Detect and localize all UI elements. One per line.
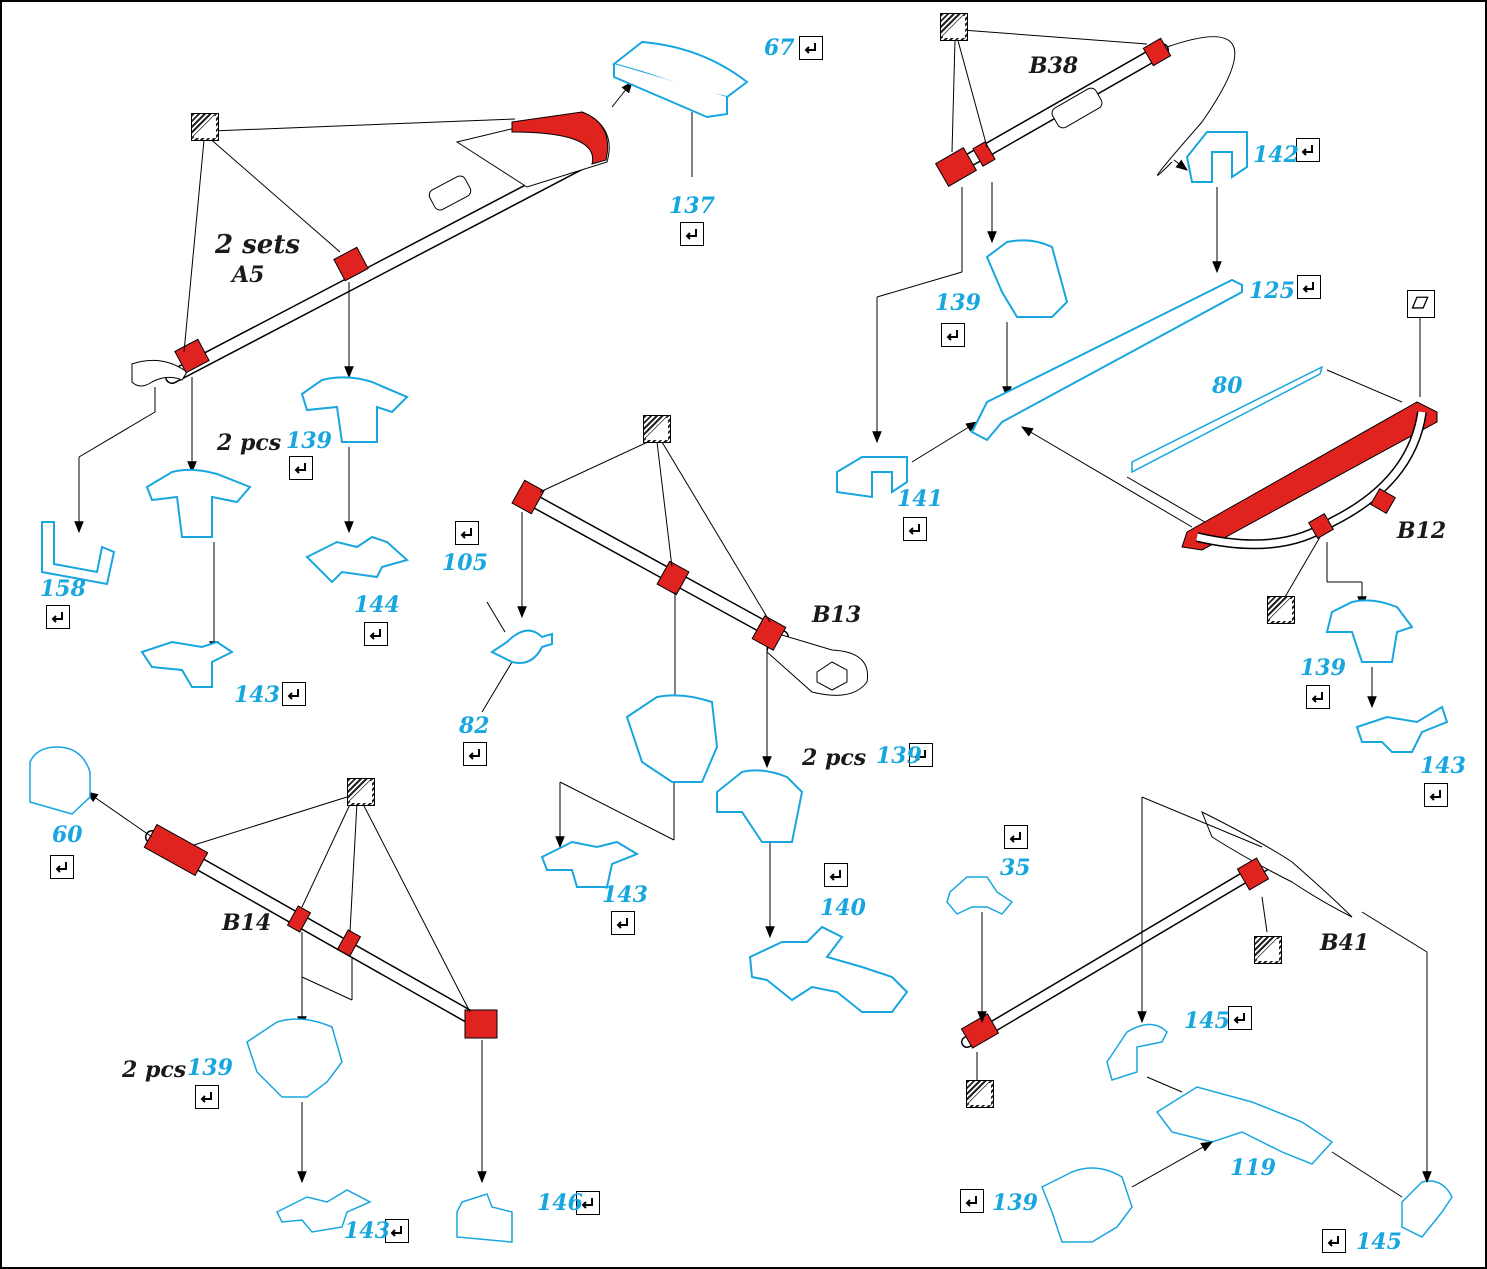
- bend-arrow-icon: [195, 1085, 219, 1109]
- part-number: 146: [537, 1190, 583, 1216]
- part-number: 143: [344, 1218, 390, 1244]
- part-number: 158: [40, 576, 86, 602]
- paint-hatch-icon: [347, 778, 375, 806]
- bend-arrow-icon: [1424, 783, 1448, 807]
- part-number: 145: [1184, 1008, 1230, 1034]
- part-number: 143: [602, 882, 648, 908]
- paint-hatch-icon: [643, 415, 671, 443]
- part-number: 139: [876, 743, 922, 769]
- bar-tool-b14: [143, 823, 498, 1039]
- kit-part-label: B13: [812, 602, 862, 628]
- kit-part-label: B12: [1397, 518, 1447, 544]
- part-number: 143: [234, 682, 280, 708]
- bend-arrow-icon: [50, 855, 74, 879]
- bend-arrow-icon: [385, 1219, 409, 1243]
- part-number: 82: [459, 713, 490, 739]
- part-number: 105: [442, 550, 488, 576]
- paint-hatch-icon: [191, 113, 219, 141]
- part-number: 35: [1000, 855, 1031, 881]
- bar-tool-b38: [934, 36, 1236, 187]
- bend-arrow-icon: [799, 36, 823, 60]
- paint-hatch-icon: [940, 13, 968, 41]
- quantity-label: 2 pcs: [122, 1057, 187, 1083]
- paint-hatch-icon: [1254, 936, 1282, 964]
- part-number: 125: [1249, 278, 1295, 304]
- part-number: 139: [187, 1055, 233, 1081]
- bend-arrow-icon: [576, 1191, 600, 1215]
- part-number: 143: [1420, 753, 1466, 779]
- kit-part-label: A5: [232, 262, 265, 288]
- part-number: 140: [820, 895, 866, 921]
- part-number: 139: [286, 428, 332, 454]
- part-number: 144: [354, 592, 400, 618]
- kit-part-label: B14: [222, 910, 272, 936]
- shovel-tool: [131, 111, 610, 387]
- sets-label: 2 sets: [215, 230, 300, 260]
- bend-arrow-icon: [1228, 1006, 1252, 1030]
- part-number: 139: [935, 290, 981, 316]
- bend-arrow-icon: [463, 742, 487, 766]
- part-number: 80: [1212, 373, 1243, 399]
- bend-arrow-icon: [680, 222, 704, 246]
- bend-arrow-icon: [611, 911, 635, 935]
- kit-part-label: B41: [1320, 930, 1370, 956]
- part-number: 141: [897, 486, 943, 512]
- part-number: 145: [1356, 1229, 1402, 1255]
- bend-arrow-icon: [289, 456, 313, 480]
- file-tool-b12: [1181, 401, 1438, 551]
- bend-arrow-icon: [1322, 1229, 1346, 1253]
- bend-arrow-icon: [1306, 685, 1330, 709]
- part-number: 119: [1230, 1155, 1276, 1181]
- bend-arrow-icon: [46, 605, 70, 629]
- bend-arrow-icon: [903, 517, 927, 541]
- bend-arrow-icon: [960, 1189, 984, 1213]
- part-number: 139: [992, 1190, 1038, 1216]
- pick-tool-b41: [960, 810, 1353, 1049]
- bend-arrow-icon: [909, 743, 933, 767]
- quantity-label: 2 pcs: [802, 745, 867, 771]
- bend-arrow-icon: [824, 863, 848, 887]
- paint-hatch-icon: [1267, 596, 1295, 624]
- quantity-label: 2 pcs: [217, 430, 282, 456]
- part-number: 137: [669, 193, 715, 219]
- bend-arrow-icon: [1296, 138, 1320, 162]
- bend-arrow-icon: [455, 521, 479, 545]
- bend-arrow-icon: [282, 682, 306, 706]
- wrench-tool-b13: [511, 479, 869, 696]
- kit-part-label: B38: [1029, 53, 1079, 79]
- bend-arrow-icon: [941, 323, 965, 347]
- bend-arrow-icon: [1297, 275, 1321, 299]
- bend-arrow-icon: [364, 622, 388, 646]
- part-number: 142: [1253, 142, 1299, 168]
- parallelogram-icon: [1407, 290, 1435, 318]
- part-number: 67: [764, 35, 795, 61]
- paint-hatch-icon: [966, 1080, 994, 1108]
- part-number: 60: [52, 822, 83, 848]
- bend-arrow-icon: [1004, 825, 1028, 849]
- part-number: 139: [1300, 655, 1346, 681]
